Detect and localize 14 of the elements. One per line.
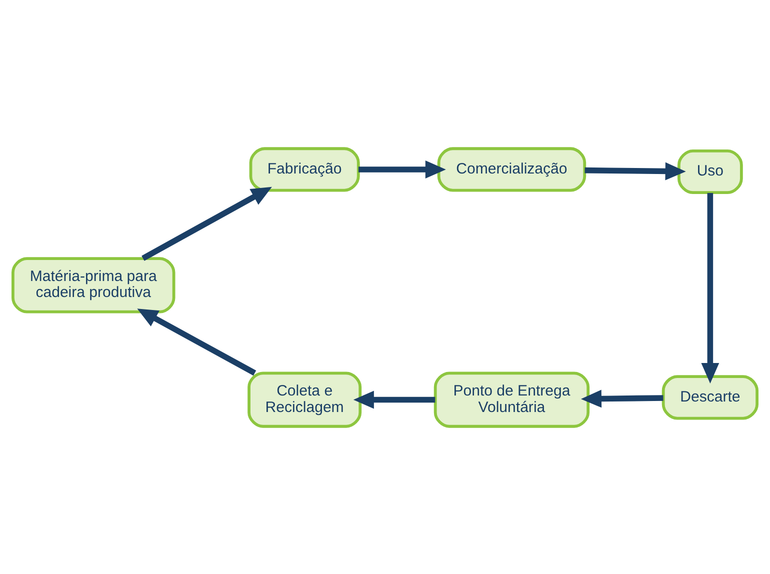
arrow — [137, 308, 256, 376]
arrow — [353, 390, 436, 408]
node-box: Descarte — [662, 374, 758, 420]
arrow — [580, 389, 664, 408]
arrow — [584, 162, 686, 180]
arrow — [701, 192, 720, 383]
node-box: Uso — [678, 149, 743, 194]
node-box: Ponto de Entrega Voluntária — [434, 371, 590, 428]
arrow — [142, 186, 272, 260]
node-box: Comercialização — [437, 146, 586, 192]
node-box: Fabricação — [249, 146, 360, 192]
node-box: Matéria-prima para cadeira produtiva — [12, 256, 176, 313]
node-box: Coleta e Reciclagem — [248, 371, 362, 428]
arrow — [358, 160, 446, 178]
